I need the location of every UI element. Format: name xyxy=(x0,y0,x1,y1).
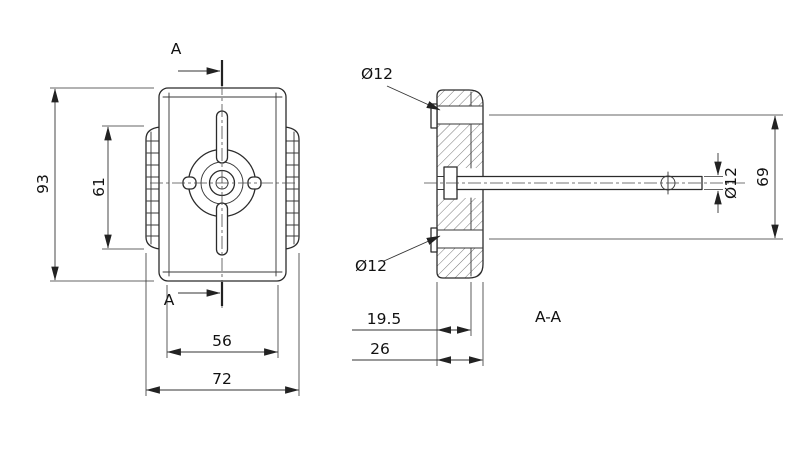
dim-bottom-hole: Ø12 xyxy=(355,235,441,275)
dim-inner-width-label: 56 xyxy=(212,332,232,350)
dim-depths: 19.5 26 xyxy=(352,282,484,366)
dim-hole-spacing-label: 69 xyxy=(754,167,772,187)
dim-overall-height-label: 93 xyxy=(34,174,52,194)
dim-hole-spacing: 69 xyxy=(489,114,783,240)
dim-bottom-hole-label: Ø12 xyxy=(355,257,387,275)
section-hole-lines xyxy=(436,105,484,249)
clamp-left xyxy=(145,126,161,250)
front-view: A A 93 61 56 xyxy=(34,40,300,396)
dim-overall-width: 72 xyxy=(145,253,300,396)
section-label-bottom: A xyxy=(164,291,175,309)
section-view: Ø12 Ø12 Ø12 69 xyxy=(352,65,783,366)
dim-depth-inner: 19.5 xyxy=(352,310,471,334)
dim-top-hole-label: Ø12 xyxy=(361,65,393,83)
clamp-left-ridges xyxy=(146,140,160,237)
clamp-right-ridges xyxy=(285,140,299,237)
dim-overall-height: 93 xyxy=(34,87,154,282)
dim-clamp-height: 61 xyxy=(90,125,144,250)
section-hatching xyxy=(437,90,483,278)
dim-top-hole: Ø12 xyxy=(361,65,441,111)
dim-depth-inner-label: 19.5 xyxy=(367,310,402,328)
dim-overall-width-label: 72 xyxy=(212,370,232,388)
dim-depth-overall-label: 26 xyxy=(370,340,390,358)
section-body-outline xyxy=(436,89,484,279)
front-body-inner-lines xyxy=(162,92,283,277)
section-cut-indicator: A A xyxy=(164,40,224,309)
dim-inner-width: 56 xyxy=(166,285,279,358)
dim-clamp-height-label: 61 xyxy=(90,177,108,197)
dim-rod-diameter: Ø12 xyxy=(704,153,740,213)
clamp-right xyxy=(284,126,300,250)
dim-rod-diameter-label: Ø12 xyxy=(722,167,740,199)
dim-depth-overall: 26 xyxy=(352,340,483,364)
section-label-top: A xyxy=(171,40,182,58)
section-title: A-A xyxy=(535,308,562,326)
